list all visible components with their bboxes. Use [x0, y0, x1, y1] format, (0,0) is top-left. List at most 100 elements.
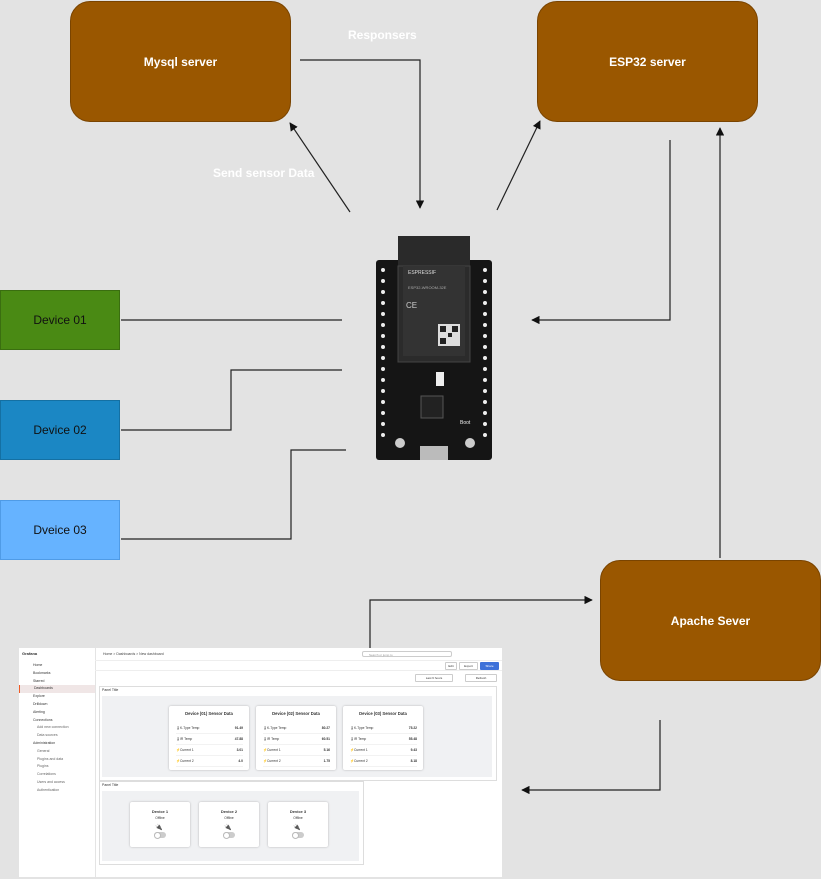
plug-icon: 🔌: [224, 825, 232, 831]
sensor-panel: Panel Title Device (01) Sensor Data🌡K-Ty…: [99, 686, 497, 781]
sidebar-item-administration[interactable]: Administration: [33, 740, 56, 745]
sensor-row-label: Current 2: [180, 759, 194, 763]
sidebar-item-correlations[interactable]: Correlations: [37, 772, 56, 777]
arrow-mysql-to-board: [300, 59, 425, 209]
sidebar-item-starred[interactable]: Starred: [33, 678, 45, 683]
apache-server-label: Apache Sever: [670, 613, 751, 628]
bolt-icon: ⚡: [263, 748, 268, 752]
sensor-card-title: Device (02) Sensor Data: [272, 711, 320, 716]
sidebar-item-connections[interactable]: Connections: [33, 717, 53, 722]
thermometer-icon: 🌡: [263, 726, 268, 730]
sensor-row-value: 80.27: [321, 726, 330, 730]
sensor-row: ⚡Current 2 4.0: [176, 759, 243, 767]
device-status-title: Device 2: [220, 809, 238, 814]
sidebar-item-drilldown[interactable]: Drilldown: [33, 701, 48, 706]
search-input[interactable]: Search or jump to: [362, 650, 452, 657]
sensor-row-label: Current 1: [180, 748, 194, 752]
sensor-row-label: K-Type Temp: [354, 726, 374, 730]
device-02-node: Device 02: [0, 400, 120, 460]
device-status-card: Device 3 Offline 🔌: [268, 802, 328, 847]
board-boot-text: Boot: [460, 420, 471, 426]
svg-text:CE: CE: [406, 301, 417, 310]
sensor-row-value: 1.75: [323, 759, 330, 763]
sensor-row-label: Current 2: [267, 759, 281, 763]
sidebar-item-plugins[interactable]: Plugins: [37, 764, 49, 769]
bolt-icon: ⚡: [263, 759, 268, 763]
sensor-card-title: Device (01) Sensor Data: [185, 711, 233, 716]
device-status-title: Device 3: [289, 809, 307, 814]
export-button[interactable]: Export: [459, 662, 478, 670]
sensor-row-value: 4.0: [238, 759, 243, 763]
send-sensor-data-label: Send sensor Data: [213, 166, 315, 180]
sidebar-item-users-and-access[interactable]: Users and access: [37, 779, 65, 784]
plug-icon: 🔌: [293, 825, 301, 831]
refresh-button[interactable]: Refresh: [465, 674, 497, 682]
sidebar-item-data-sources[interactable]: Data sources: [37, 733, 58, 738]
sensor-row: ⚡Current 1 5.16: [263, 748, 330, 756]
power-toggle[interactable]: [154, 831, 166, 839]
sidebar-item-general[interactable]: General: [37, 748, 50, 753]
sensor-row-label: IR Temp: [180, 737, 193, 741]
sensor-row-value: 5.16: [323, 748, 330, 752]
device-03-label: Dveice 03: [33, 523, 87, 537]
power-toggle[interactable]: [223, 831, 235, 839]
device-01-label: Device 01: [33, 313, 87, 327]
sidebar-item-bookmarks[interactable]: Bookmarks: [33, 670, 51, 675]
mysql-server-node: Mysql server: [70, 1, 291, 122]
panel-title: Panel Title: [102, 783, 119, 787]
device-status-card: Device 2 Offline 🔌: [199, 802, 259, 847]
sensor-card-title: Device (03) Sensor Data: [359, 711, 407, 716]
sensor-row-label: IR Temp: [354, 737, 367, 741]
sidebar-item-add-new-connection[interactable]: Add new connection: [37, 725, 69, 730]
sidebar-item-alerting[interactable]: Alerting: [33, 709, 45, 714]
sensor-row-value: 47.88: [234, 737, 243, 741]
sidebar-item-home[interactable]: Home: [33, 663, 43, 667]
device-status-text: Offline: [224, 816, 234, 820]
sidebar-item-dashboards[interactable]: Dashboards: [19, 685, 95, 694]
share-button[interactable]: Share: [480, 662, 499, 670]
sidebar-item-plugins-and-data[interactable]: Plugins and data: [37, 756, 64, 761]
sensor-row-label: K-Type Temp: [267, 726, 287, 730]
sensor-row: 🌡K-Type Temp 80.27: [263, 726, 330, 734]
sensor-row: ⚡Current 2 1.75: [263, 759, 330, 767]
thermometer-icon: 🌡: [176, 726, 181, 730]
power-toggle[interactable]: [292, 831, 304, 839]
device-status-text: Offline: [155, 816, 165, 820]
sensor-row-label: Current 1: [354, 748, 368, 752]
wire-device-02: [121, 369, 342, 431]
time-range-picker[interactable]: Last 6 hours: [415, 674, 453, 682]
esp32-server-node: ESP32 server: [537, 1, 758, 122]
arrow-dashboard-to-apache: [369, 595, 593, 655]
bolt-icon: ⚡: [350, 759, 355, 763]
edit-button[interactable]: Edit: [445, 662, 457, 670]
bolt-icon: ⚡: [176, 759, 181, 763]
sensor-row-label: IR Temp: [267, 737, 280, 741]
wire-device-03: [121, 449, 346, 540]
arrow-board-to-mysql: [289, 122, 351, 213]
device-03-node: Dveice 03: [0, 500, 120, 560]
sensor-row-label: Current 1: [267, 748, 281, 752]
sensor-row-value: 8.18: [410, 759, 417, 763]
esp32-server-label: ESP32 server: [609, 54, 686, 69]
thermometer-icon: 🌡: [263, 737, 268, 741]
arrow-apache-to-dashboard: [521, 720, 661, 795]
board-module-text: ESP32-WROOM-32E: [408, 285, 447, 290]
device-status-text: Offline: [293, 816, 303, 820]
app-logo: Grafana: [22, 651, 38, 656]
sidebar-item-explore[interactable]: Explore: [33, 694, 45, 699]
bolt-icon: ⚡: [176, 748, 181, 752]
arrow-board-to-esp32: [496, 120, 541, 211]
sidebar-item-authentication[interactable]: Authentication: [37, 787, 60, 792]
mysql-server-label: Mysql server: [143, 54, 218, 69]
